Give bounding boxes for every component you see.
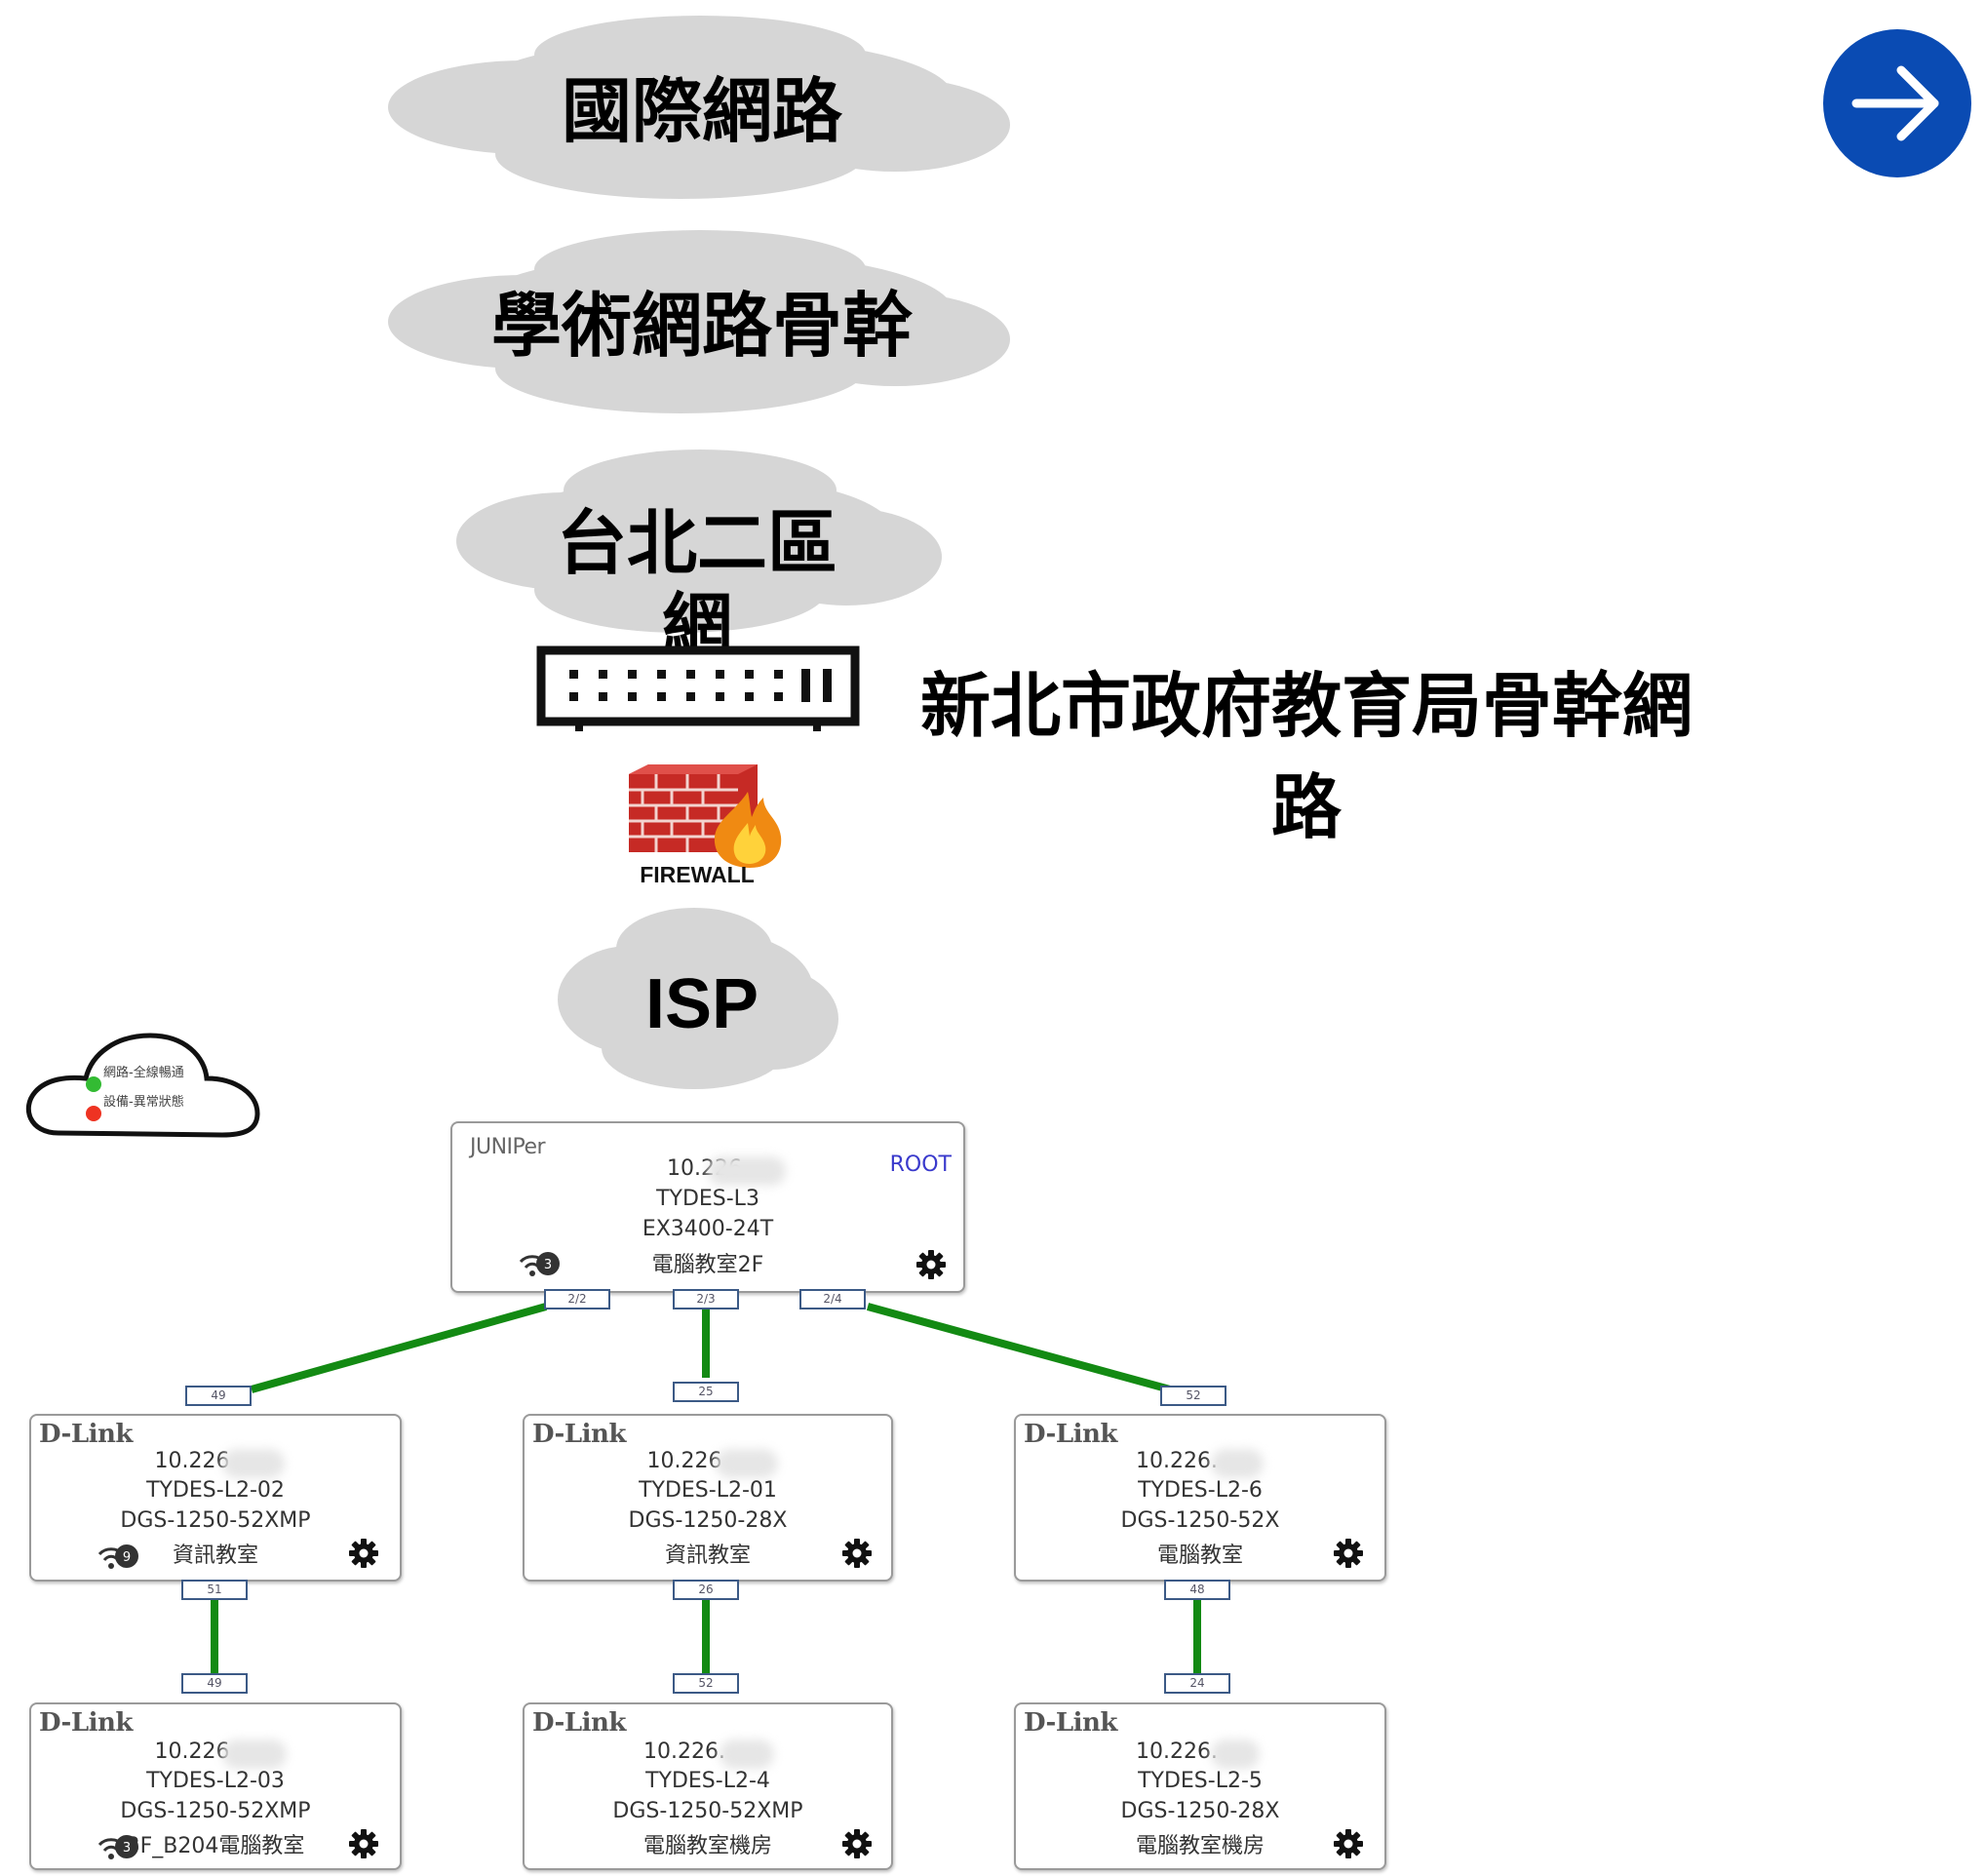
wifi-icon[interactable]: 3 xyxy=(517,1248,562,1281)
device-name: TYDES-L2-6 xyxy=(1138,1478,1263,1503)
academic-cloud-label: 學術網路骨幹 xyxy=(490,285,913,367)
device-name: TYDES-L2-03 xyxy=(146,1769,285,1793)
gear-icon[interactable] xyxy=(347,1827,380,1860)
link-root-l2-6 xyxy=(866,1303,1172,1393)
backbone-label: 新北市政府教育局骨幹網路 xyxy=(919,665,1693,849)
svg-text:9: 9 xyxy=(123,1550,131,1565)
device-card-l2-02[interactable]: D-Link 10.226 TYDES-L2-02 DGS-1250-52XMP… xyxy=(29,1414,402,1582)
device-card-l2-6[interactable]: D-Link 10.226. TYDES-L2-6 DGS-1250-52X 電… xyxy=(1014,1414,1386,1582)
international-cloud-label: 國際網路 xyxy=(561,70,842,152)
gear-icon[interactable] xyxy=(915,1248,948,1281)
device-ip: 10.226 xyxy=(154,1739,230,1764)
dlink-logo: D-Link xyxy=(532,1708,626,1738)
port-l2-03-up: 49 xyxy=(181,1673,248,1694)
root-tag: ROOT xyxy=(889,1153,952,1177)
gear-icon[interactable] xyxy=(840,1827,874,1860)
device-model: EX3400-24T xyxy=(642,1217,774,1241)
device-ip: 10.226. xyxy=(1136,1449,1218,1473)
dlink-logo: D-Link xyxy=(1024,1708,1117,1738)
wifi-icon[interactable]: 9 xyxy=(96,1541,140,1574)
gear-icon[interactable] xyxy=(347,1537,380,1570)
isp-cloud-label: ISP xyxy=(644,965,759,1043)
ip-redaction xyxy=(708,1156,786,1186)
firewall-caption: FIREWALL xyxy=(640,862,755,887)
ip-redaction xyxy=(222,1449,285,1478)
device-ip: 10.226 xyxy=(154,1449,230,1473)
device-card-l2-4[interactable]: D-Link 10.226. TYDES-L2-4 DGS-1250-52XMP… xyxy=(523,1702,893,1870)
ip-redaction xyxy=(720,1739,774,1769)
device-location: 電腦教室機房 xyxy=(1135,1834,1265,1858)
svg-text:3: 3 xyxy=(123,1841,131,1856)
taipei2-cloud-label: 台北二區網 xyxy=(556,502,837,667)
link-lines xyxy=(211,1303,1201,1673)
device-model: DGS-1250-52XMP xyxy=(120,1799,311,1823)
device-name: TYDES-L2-01 xyxy=(639,1478,777,1503)
device-name: TYDES-L2-02 xyxy=(146,1478,285,1503)
device-location: 資訊教室 xyxy=(172,1544,258,1568)
device-card-l2-03[interactable]: D-Link 10.226 TYDES-L2-03 DGS-1250-52XMP… xyxy=(29,1702,402,1870)
port-l2-6-up: 52 xyxy=(1160,1386,1226,1406)
device-location: 電腦教室 xyxy=(1156,1544,1243,1568)
ip-redaction xyxy=(1211,1739,1260,1769)
legend-item-ok: 網路-全線暢通 xyxy=(103,1066,184,1080)
wifi-icon[interactable]: 3 xyxy=(96,1831,140,1864)
core-switch-icon xyxy=(536,645,860,731)
device-name: TYDES-L2-4 xyxy=(645,1769,770,1793)
device-model: DGS-1250-52XMP xyxy=(612,1799,803,1823)
taipei2-cloud xyxy=(456,449,942,633)
device-ip: 10.226. xyxy=(1136,1739,1218,1764)
device-card-l2-01[interactable]: D-Link 10.226 TYDES-L2-01 DGS-1250-28X 資… xyxy=(523,1414,893,1582)
port-l2-6-down: 48 xyxy=(1164,1580,1230,1600)
device-location: 3F_B204電腦教室 xyxy=(126,1834,305,1858)
port-l2-01-down: 26 xyxy=(673,1580,739,1600)
dlink-logo: D-Link xyxy=(1024,1420,1117,1449)
device-model: DGS-1250-28X xyxy=(1120,1799,1280,1823)
port-l2-01-up: 25 xyxy=(673,1382,739,1402)
international-cloud xyxy=(388,16,1010,199)
arrow-right-icon xyxy=(1851,65,1939,141)
port-root-left: 2/2 xyxy=(544,1289,610,1309)
port-root-mid: 2/3 xyxy=(673,1289,739,1309)
dlink-logo: D-Link xyxy=(39,1420,133,1449)
gear-icon[interactable] xyxy=(1332,1537,1365,1570)
svg-text:3: 3 xyxy=(544,1258,552,1272)
link-root-l2-02 xyxy=(250,1303,548,1393)
port-l2-02-down: 51 xyxy=(181,1580,248,1600)
legend-item-alert: 設備-異常狀態 xyxy=(103,1095,184,1110)
port-l2-5-up: 24 xyxy=(1164,1673,1230,1694)
port-root-right: 2/4 xyxy=(799,1289,866,1309)
isp-cloud xyxy=(558,908,838,1089)
device-location: 電腦教室2F xyxy=(651,1253,764,1277)
dlink-logo: D-Link xyxy=(532,1420,626,1449)
device-card-l2-5[interactable]: D-Link 10.226. TYDES-L2-5 DGS-1250-28X 電… xyxy=(1014,1702,1386,1870)
device-location: 資訊教室 xyxy=(664,1544,751,1568)
dlink-logo: D-Link xyxy=(39,1708,133,1738)
device-model: DGS-1250-28X xyxy=(628,1508,788,1533)
ip-redaction xyxy=(716,1449,778,1478)
device-model: DGS-1250-52XMP xyxy=(120,1508,311,1533)
gear-icon[interactable] xyxy=(1332,1827,1365,1860)
device-ip: 10.226 xyxy=(646,1449,722,1473)
juniper-logo: JUNIPer xyxy=(470,1135,546,1159)
port-l2-4-up: 52 xyxy=(673,1673,739,1694)
root-device-card[interactable]: JUNIPer ROOT 10.226. TYDES-L3 EX3400-24T… xyxy=(450,1121,965,1293)
firewall-icon xyxy=(629,764,782,868)
legend-cloud xyxy=(25,1033,260,1138)
device-model: DGS-1250-52X xyxy=(1120,1508,1280,1533)
gear-icon[interactable] xyxy=(840,1537,874,1570)
topology-panel: 網路-全線暢通 設備-異常狀態 JUNIPer ROOT 10.226. TYD… xyxy=(0,1014,1399,1876)
device-name: TYDES-L2-5 xyxy=(1138,1769,1263,1793)
legend-red-dot xyxy=(86,1106,101,1121)
ip-redaction xyxy=(222,1739,287,1769)
next-button[interactable] xyxy=(1823,29,1971,177)
device-ip: 10.226. xyxy=(643,1739,725,1764)
device-name: TYDES-L3 xyxy=(656,1187,759,1211)
port-l2-02-up: 49 xyxy=(185,1386,252,1406)
legend-green-dot xyxy=(86,1076,101,1092)
ip-redaction xyxy=(1211,1449,1264,1478)
device-location: 電腦教室機房 xyxy=(642,1834,772,1858)
academic-cloud xyxy=(388,230,1010,413)
